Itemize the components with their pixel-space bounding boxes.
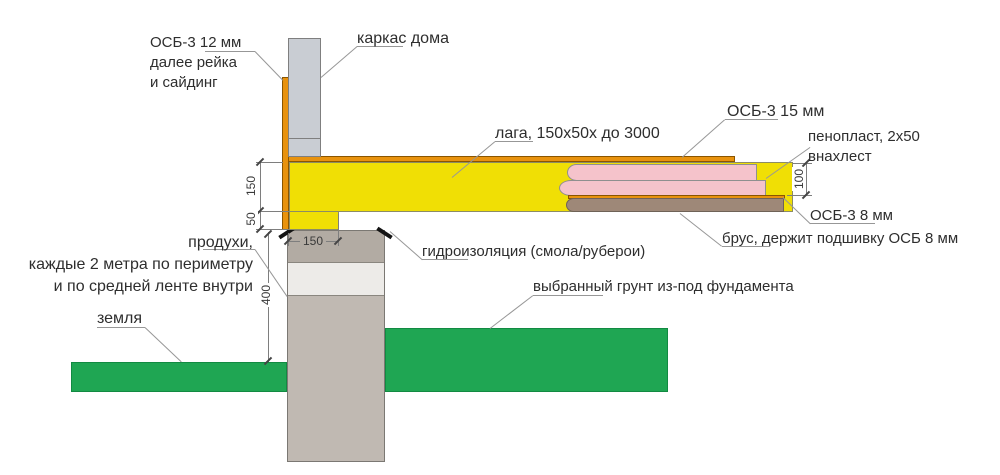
dim-line-vertical (806, 163, 807, 195)
dim-ext-line (787, 195, 812, 196)
label-excavated-soil: выбранный грунт из-под фундамента (533, 278, 794, 295)
label-osb15: ОСБ-3 15 мм (727, 103, 825, 120)
label-osb12-line2: далее рейка (150, 54, 237, 71)
dim-text-ledge-height: 50 (244, 210, 258, 228)
leader-underline-ground (97, 327, 145, 328)
leader-underline-frame (357, 46, 403, 47)
label-foam: пенопласт, 2x50 внахлест (808, 127, 920, 167)
label-brus: брус, держит подшивку ОСБ 8 мм (722, 230, 959, 247)
brus-shape (566, 198, 784, 212)
leader-ground (144, 327, 182, 363)
dim-text-foundation-height: 400 (259, 282, 273, 308)
label-frame: каркас дома (357, 30, 449, 47)
foam-lower-shape (559, 180, 766, 196)
label-foam-line1: пенопласт, 2x50 (808, 128, 920, 145)
dim-ext-line (256, 211, 289, 212)
dim-ext-line (256, 162, 283, 163)
dim-text-foundation-width: 150 (299, 234, 327, 248)
leader-waterproofing (389, 231, 423, 261)
dim-line-vertical (260, 162, 261, 229)
leader-underline-osb12 (205, 51, 255, 52)
label-vents-line1: продухи, (188, 234, 253, 251)
label-osb8: ОСБ-3 8 мм (810, 207, 893, 224)
leader-underline-soil (533, 295, 603, 296)
frame-plate-divider (289, 138, 320, 139)
leader-underline-waterproofing (422, 259, 468, 260)
label-osb12-line3: и сайдинг (150, 74, 218, 91)
dim-text-joist-height: 150 (244, 173, 258, 199)
dim-ext-line (256, 229, 289, 230)
label-osb12: ОСБ-3 12 мм далее рейка и сайдинг (150, 33, 241, 93)
label-osb12-line1: ОСБ-3 12 мм (150, 34, 242, 51)
house-frame-shape (288, 38, 321, 157)
dim-ext-line (338, 214, 339, 246)
label-waterproofing: гидроизоляция (смола/руберои) (422, 243, 646, 260)
leader-brus (679, 213, 722, 247)
leader-underline-vents (203, 249, 255, 250)
label-vents-line3: и по средней ленте внутри (53, 278, 253, 295)
vent-band-shape (288, 262, 384, 296)
leader-underline-joist (495, 141, 533, 142)
leader-osb15 (681, 119, 726, 158)
subfloor-osb15-shape (283, 156, 735, 162)
label-foam-line2: внахлест (808, 148, 872, 165)
leader-osb12 (254, 51, 284, 81)
ground-left-shape (71, 362, 287, 392)
foam-upper-shape (567, 164, 757, 181)
joist-ledge-shape (289, 211, 339, 230)
leader-underline-brus (722, 246, 770, 247)
leader-soil (489, 295, 534, 329)
label-ground: земля (97, 310, 143, 327)
leader-underline-osb8 (810, 223, 875, 224)
excavated-soil-shape (385, 328, 668, 392)
dim-text-foam-thickness: 100 (792, 166, 806, 192)
leader-underline-osb15 (725, 119, 778, 120)
leader-frame (320, 45, 358, 78)
label-vents-line2: каждые 2 метра по периметру (28, 256, 253, 273)
label-joist: лага, 150x50x до 3000 (495, 125, 660, 142)
label-vents: продухи, каждые 2 метра по периметру и п… (0, 232, 253, 298)
foundation-shape (287, 230, 385, 462)
